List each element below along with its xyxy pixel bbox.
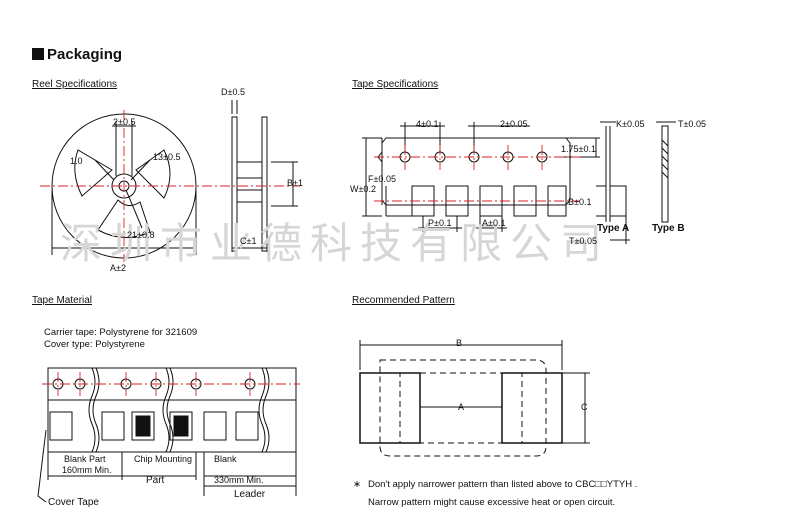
material-carrier: Carrier tape: Polystyrene for 321609 bbox=[44, 327, 198, 338]
tape-heading: Tape Specifications bbox=[352, 79, 439, 90]
material-330: 330mm Min. bbox=[214, 475, 264, 485]
pattern-label-c: C bbox=[581, 402, 588, 412]
reel-label-1: 1.0 bbox=[70, 156, 83, 166]
tape-section-type-a bbox=[605, 126, 627, 222]
pattern-note-mark: ∗ bbox=[353, 479, 361, 490]
reel-label-2: 2±0.5 bbox=[113, 117, 136, 127]
tape-label-p: P±0.1 bbox=[428, 218, 452, 228]
material-blank: Blank bbox=[214, 454, 237, 464]
watermark-text: 深圳市业德科技有限公司 bbox=[60, 219, 611, 268]
pattern-label-a: A bbox=[458, 402, 465, 412]
reel-label-13: 13±0.5 bbox=[153, 152, 181, 162]
tape-label-a: A±0.1 bbox=[482, 218, 506, 228]
tape-label-175: 1.75±0.1 bbox=[561, 144, 596, 154]
material-cover-tape: Cover Tape bbox=[48, 497, 99, 508]
tape-label-type-a: Type A bbox=[597, 223, 630, 234]
page-title: Packaging bbox=[32, 46, 122, 63]
tape-label-b: B±0.1 bbox=[568, 197, 592, 207]
reel-label-b: B±1 bbox=[287, 178, 303, 188]
pattern-label-b: B bbox=[456, 338, 463, 348]
center-lines bbox=[40, 110, 580, 396]
tape-label-t-top: T±0.05 bbox=[678, 119, 706, 129]
square-bullet-icon bbox=[32, 48, 44, 60]
reel-label-21: 21±0.8 bbox=[127, 230, 155, 240]
pattern-note-line2: Narrow pattern might cause excessive hea… bbox=[368, 497, 616, 508]
material-part: Part bbox=[146, 475, 165, 486]
tape-label-f: F±0.05 bbox=[368, 174, 396, 184]
tape-label-k: K±0.05 bbox=[616, 119, 645, 129]
tape-label-t-bottom: T±0.05 bbox=[569, 236, 597, 246]
reel-side-view bbox=[231, 116, 268, 252]
reel-label-a: A±2 bbox=[110, 263, 126, 273]
reel-label-c: C±1 bbox=[240, 236, 257, 246]
material-leader: Leader bbox=[234, 489, 266, 500]
tape-label-w: W±0.2 bbox=[350, 184, 376, 194]
tape-label-4: 4±0.1 bbox=[416, 119, 439, 129]
reel-heading: Reel Specifications bbox=[32, 79, 118, 90]
material-160: 160mm Min. bbox=[62, 465, 112, 475]
tape-label-type-b: Type B bbox=[652, 223, 685, 234]
material-blank-part: Blank Part bbox=[64, 454, 106, 464]
tape-material-strip bbox=[47, 367, 297, 453]
material-chip-mounting: Chip Mounting bbox=[134, 454, 193, 464]
material-heading: Tape Material bbox=[32, 295, 93, 306]
reel-label-d: D±0.5 bbox=[221, 87, 245, 97]
pattern-note-line1: Don't apply narrower pattern than listed… bbox=[368, 479, 638, 490]
pattern-heading: Recommended Pattern bbox=[352, 295, 455, 306]
tape-label-2: 2±0.05 bbox=[500, 119, 528, 129]
tape-section-type-b bbox=[661, 125, 669, 223]
recommended-pattern bbox=[359, 359, 563, 457]
page-title-text: Packaging bbox=[47, 46, 123, 63]
material-cover: Cover type: Polystyrene bbox=[44, 339, 145, 350]
